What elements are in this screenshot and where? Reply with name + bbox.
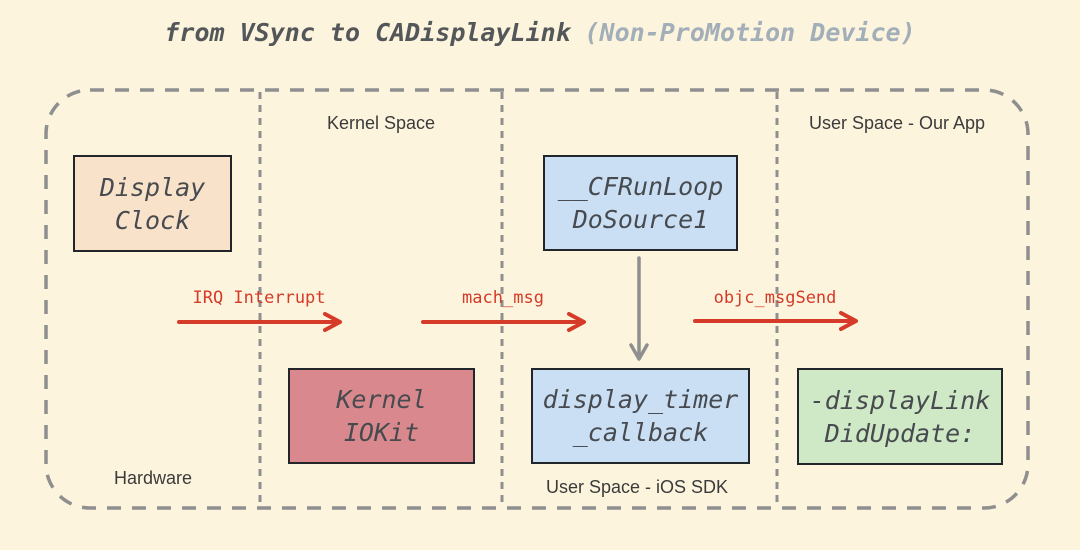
region-label-user-space-ios-sdk: User Space - iOS SDK [545,477,729,497]
region-label-kernel-space: Kernel Space [326,113,436,133]
node-cfrunloop-dosource1: __CFRunLoop DoSource1 [543,155,738,251]
diagram-title: from VSync to CADisplayLink (Non-ProMotio… [0,18,1080,47]
irq-interrupt-arrow [177,312,342,332]
region-label-hardware: Hardware [113,468,193,488]
node-displaylink-didupdate: -displayLink DidUpdate: [797,368,1003,465]
arrow-label-irq-interrupt: IRQ Interrupt [192,288,326,308]
title-main-text: from VSync to CADisplayLink [164,18,571,47]
boundary-frame [44,88,1030,510]
node-kernel-iokit: Kernel IOKit [288,368,475,464]
objc-msgsend-arrow [693,311,858,331]
arrow-label-objc-msgsend: objc_msgSend [713,288,837,308]
region-label-user-space-our-app: User Space - Our App [808,113,986,133]
node-display-timer-callback: display_timer _callback [531,368,750,464]
node-display-clock: Display Clock [73,155,232,252]
mach-msg-arrow [421,312,586,332]
title-qualifier-text: (Non-ProMotion Device) [584,18,916,47]
arrow-label-mach-msg: mach_msg [462,288,544,308]
runloop-to-callback-arrow [629,256,649,361]
